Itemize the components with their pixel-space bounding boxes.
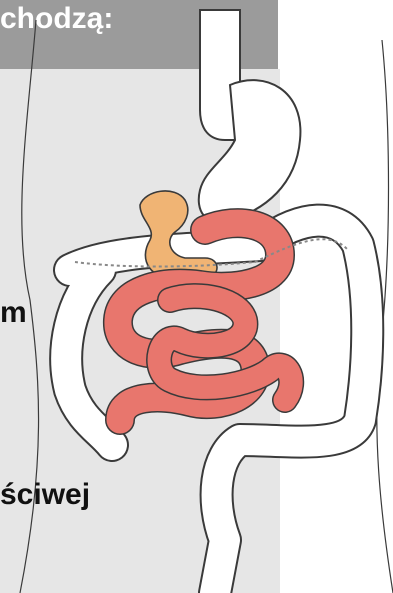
- text-line-2: ściwej: [0, 478, 90, 512]
- text-line-1: m: [0, 296, 27, 330]
